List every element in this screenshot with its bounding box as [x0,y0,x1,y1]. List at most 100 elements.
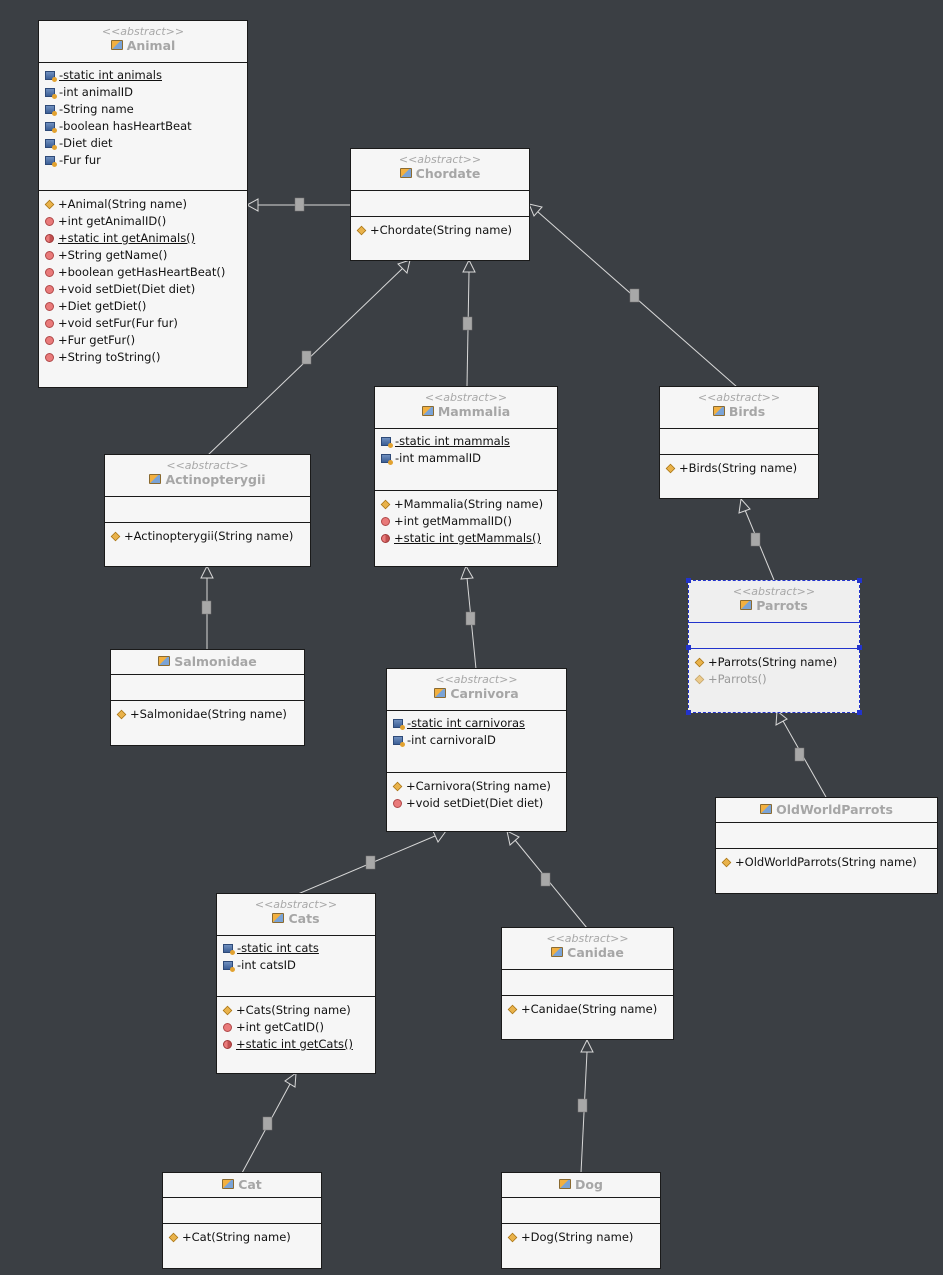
class-header: OldWorldParrots [716,798,937,823]
attribute[interactable]: -String name [39,101,247,118]
selection-handle[interactable] [857,578,862,583]
attribute[interactable]: -static int cats [217,940,375,957]
operation[interactable]: +boolean getHasHeartBeat() [39,264,247,281]
public-method-icon [356,225,367,236]
attribute[interactable]: -static int carnivoras [387,715,566,732]
class-actinopterygii[interactable]: <<abstract>> Actinopterygii +Actinoptery… [104,454,311,567]
public-method-icon [721,857,732,868]
operation[interactable]: +static int getAnimals() [39,230,247,247]
field-icon [381,454,393,465]
operation[interactable]: +Canidae(String name) [502,1001,673,1018]
operation[interactable]: +Diet getDiet() [39,298,247,315]
attribute[interactable]: -Fur fur [39,152,247,169]
class-header: <<abstract>> Animal [39,21,247,63]
class-name: Carnivora [450,686,519,701]
private-method-icon [45,319,54,328]
class-mammalia[interactable]: <<abstract>> Mammalia -static int mammal… [374,386,558,567]
operation[interactable]: +Mammalia(String name) [375,496,557,513]
edge-label-handle [262,1116,273,1131]
class-header: Cat [163,1173,321,1198]
arrowhead-cats [284,1071,297,1088]
private-method-icon [45,353,54,362]
class-header: <<abstract>> Parrots [689,581,859,623]
class-chordate[interactable]: <<abstract>> Chordate +Chordate(String n… [350,148,530,261]
operation-compartment: +Carnivora(String name) +void setDiet(Di… [387,773,566,812]
attribute-compartment [716,823,937,849]
operation[interactable]: +void setDiet(Diet diet) [387,795,566,812]
operation[interactable]: +void setFur(Fur fur) [39,315,247,332]
class-cat[interactable]: Cat +Cat(String name) [162,1172,322,1269]
operation[interactable]: +Animal(String name) [39,196,247,213]
operation[interactable]: +String toString() [39,349,247,366]
field-icon [45,88,57,99]
attribute[interactable]: -int animalID [39,84,247,101]
arrowhead-birds [738,497,751,514]
attribute[interactable]: -static int animals [39,67,247,84]
attribute-compartment [111,675,304,701]
class-salmonidae[interactable]: Salmonidae +Salmonidae(String name) [110,649,305,746]
class-oldworldparrots[interactable]: OldWorldParrots +OldWorldParrots(String … [715,797,938,894]
attribute[interactable]: -int carnivoralD [387,732,566,749]
private-static-method-icon [381,534,390,543]
operation[interactable]: +Dog(String name) [502,1229,660,1246]
stereotype-label: <<abstract>> [546,932,629,945]
attribute[interactable]: -boolean hasHeartBeat [39,118,247,135]
class-carnivora[interactable]: <<abstract>> Carnivora -static int carni… [386,668,567,832]
operation[interactable]: +Cats(String name) [217,1002,375,1019]
selection-handle[interactable] [686,710,691,715]
operation[interactable]: +Cat(String name) [163,1229,321,1246]
selection-handle[interactable] [857,710,862,715]
operation[interactable]: +OldWorldParrots(String name) [716,854,937,871]
attribute[interactable]: -int catsID [217,957,375,974]
operation[interactable]: +Salmonidae(String name) [111,706,304,723]
operation[interactable]: +Parrots(String name) [689,654,859,671]
operation[interactable]: +Carnivora(String name) [387,778,566,795]
arrowhead-chordate-a [397,259,411,274]
attribute[interactable]: -Diet diet [39,135,247,152]
attribute[interactable]: -int mammalID [375,450,557,467]
public-method-icon [168,1232,179,1243]
operation[interactable]: +static int getCats() [217,1036,375,1053]
class-dog[interactable]: Dog +Dog(String name) [501,1172,661,1269]
attribute-compartment [502,1198,660,1224]
edge-label-handle [794,747,805,762]
operation[interactable]: +Fur getFur() [39,332,247,349]
selection-handle[interactable] [686,645,691,650]
selection-handle[interactable] [686,578,691,583]
class-name: Canidae [567,945,624,960]
operation[interactable]: +Chordate(String name) [351,222,529,239]
class-name: Actinopterygii [165,472,266,487]
class-canidae[interactable]: <<abstract>> Canidae +Canidae(String nam… [501,927,674,1040]
private-method-icon [45,217,54,226]
class-header: <<abstract>> Cats [217,894,375,936]
class-icon [110,40,123,50]
class-name: Mammalia [437,404,511,419]
operation[interactable]: +Birds(String name) [660,460,818,477]
class-birds[interactable]: <<abstract>> Birds +Birds(String name) [659,386,819,499]
public-method-icon [507,1004,518,1015]
edge-label-handle [629,288,640,303]
operation-compartment: +OldWorldParrots(String name) [716,849,937,871]
operation[interactable]: +int getMammalID() [375,513,557,530]
operation[interactable]: +Actinopterygii(String name) [105,528,310,545]
attribute-compartment: -static int cats -int catsID [217,936,375,997]
class-icon [399,168,412,178]
operation[interactable]: +Parrots() [689,671,859,688]
edge-label-handle [465,611,476,626]
attribute[interactable]: -static int mammals [375,433,557,450]
selection-handle[interactable] [857,645,862,650]
private-method-icon [45,268,54,277]
class-parrots[interactable]: <<abstract>> Parrots +Parrots(String nam… [686,578,862,715]
operation[interactable]: +static int getMammals() [375,530,557,547]
class-cats[interactable]: <<abstract>> Cats -static int cats -int … [216,893,376,1074]
attribute-compartment [351,191,529,217]
public-method-icon [116,709,127,720]
field-icon [223,961,235,972]
attribute-compartment [660,429,818,455]
class-name: Salmonidae [174,654,257,669]
operation[interactable]: +void setDiet(Diet diet) [39,281,247,298]
class-animal[interactable]: <<abstract>> Animal -static int animals … [38,20,248,388]
operation[interactable]: +String getName() [39,247,247,264]
operation[interactable]: +int getAnimalID() [39,213,247,230]
operation[interactable]: +int getCatID() [217,1019,375,1036]
